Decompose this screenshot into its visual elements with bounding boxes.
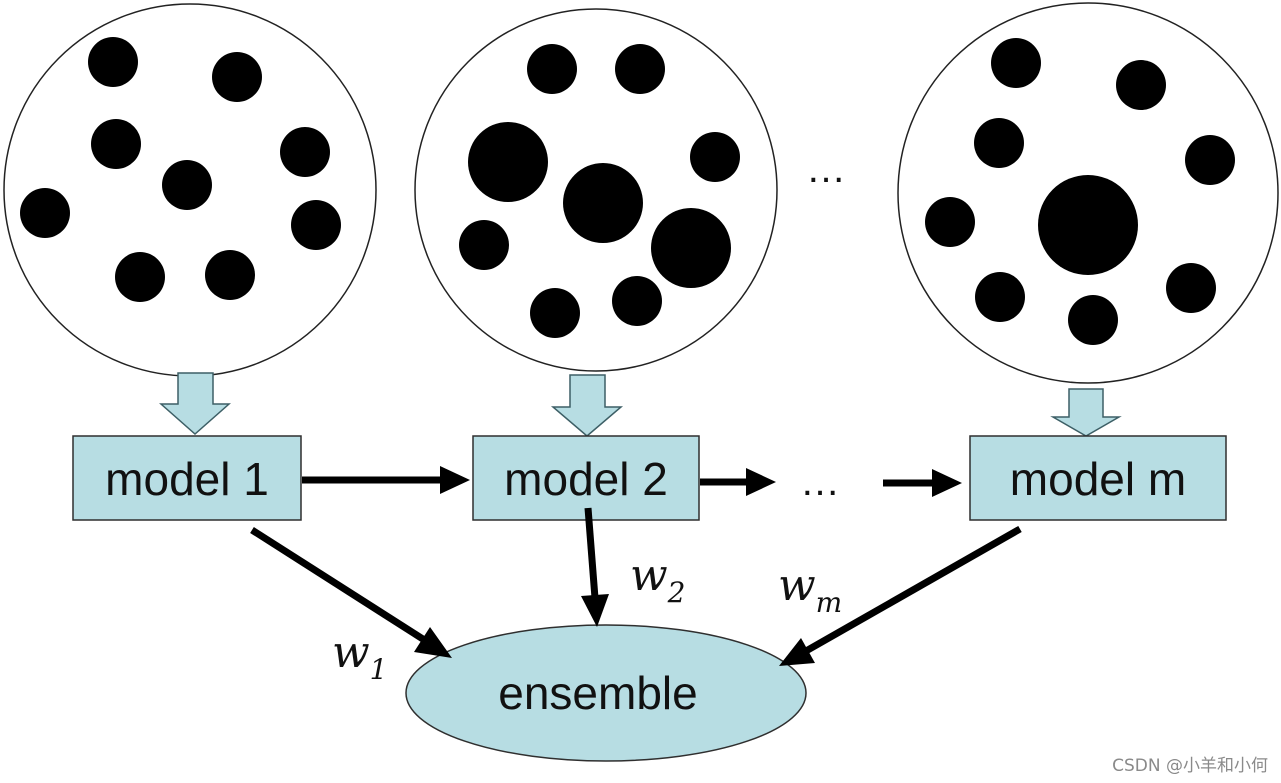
ensemble-label: ensemble (498, 667, 697, 719)
arrow-model1-to-model2 (302, 466, 470, 494)
sample-dot (651, 208, 731, 288)
weight-label-m: wm (778, 560, 842, 619)
sample-dot (212, 52, 262, 102)
arrow-modelm-to-ensemble (779, 525, 1022, 666)
model-box-1: model 1 (72, 435, 302, 521)
watermark-text: CSDN @小羊和小何 (1112, 756, 1268, 776)
model-box-2: model 2 (472, 435, 700, 521)
model-box-m: model m (969, 435, 1227, 521)
sample-dot (1185, 135, 1235, 185)
sample-dot (468, 122, 548, 202)
arrow-ellipsis-to-modelm (883, 469, 962, 497)
sample-dot (527, 44, 577, 94)
arrow-model2-to-ellipsis (700, 468, 776, 496)
weight-label-1: w1 (332, 627, 388, 686)
sample-dot (530, 288, 580, 338)
model-m-label: model m (1010, 453, 1186, 505)
sample-dot (459, 220, 509, 270)
sample-dot (991, 38, 1041, 88)
ellipsis-top: … (806, 147, 846, 191)
ensemble-node: ensemble (405, 624, 807, 762)
sample-dot (20, 188, 70, 238)
model-1-label: model 1 (105, 453, 269, 505)
sample-dot (563, 163, 643, 243)
sample-dot (974, 118, 1024, 168)
sample-dot (1068, 295, 1118, 345)
arrow-model1-to-ensemble (250, 527, 452, 658)
arrow-model2-to-ensemble (581, 507, 609, 627)
sample-dot (612, 276, 662, 326)
sample-dot (91, 119, 141, 169)
sample-dot (162, 160, 212, 210)
sample-dot (291, 200, 341, 250)
dataset-sample-m (897, 2, 1279, 384)
dataset-sample-1 (3, 3, 377, 377)
sample-dot (975, 272, 1025, 322)
model-2-label: model 2 (504, 453, 668, 505)
sample-dot (615, 44, 665, 94)
sample-dot (1166, 263, 1216, 313)
down-arrow-icon (1050, 388, 1122, 437)
sample-dot (88, 37, 138, 87)
weight-label-2: w2 (630, 550, 686, 609)
sample-dot (1038, 175, 1138, 275)
sample-dot (690, 132, 740, 182)
down-arrow-icon (159, 372, 231, 436)
dataset-sample-2 (414, 8, 778, 372)
sample-dot (1116, 60, 1166, 110)
ellipsis-middle: … (800, 460, 840, 504)
down-arrow-icon (550, 374, 624, 437)
sample-dot (205, 250, 255, 300)
sample-dot (115, 252, 165, 302)
sample-dot (280, 127, 330, 177)
sample-dot (925, 197, 975, 247)
